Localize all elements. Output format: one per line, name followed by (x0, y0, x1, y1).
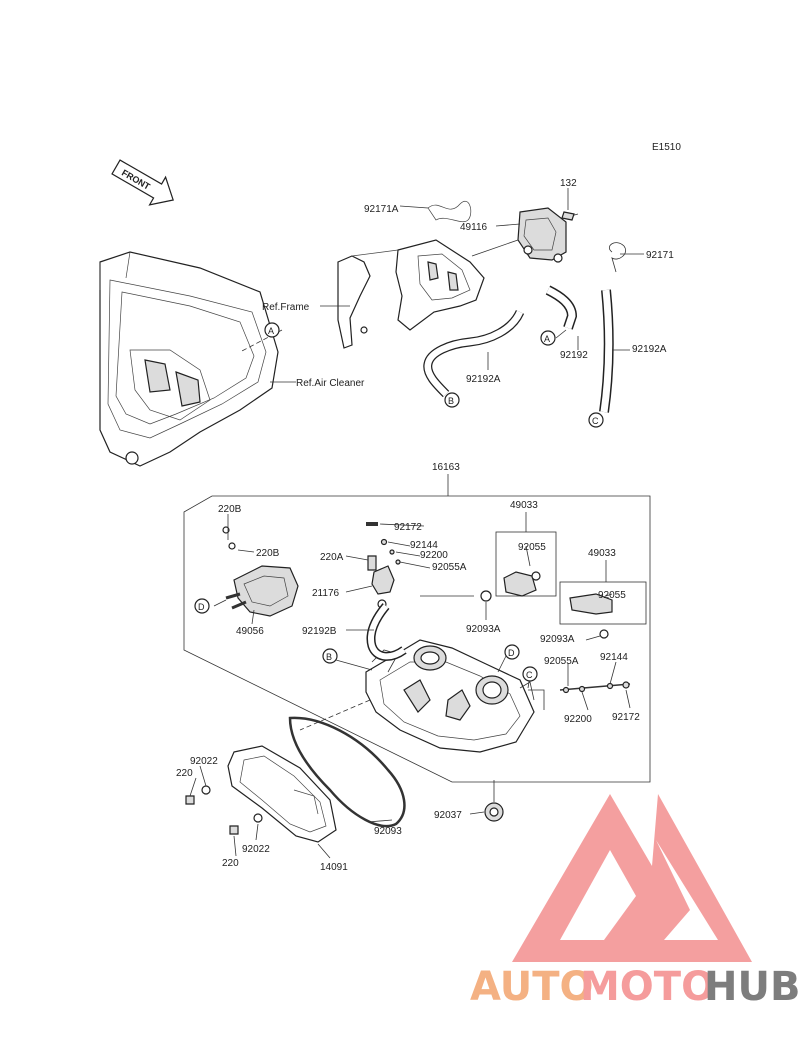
label-92172-b: 92172 (612, 712, 640, 723)
injector-a (480, 571, 541, 602)
label-220A: 220A (320, 552, 344, 563)
bolt-132 (561, 211, 575, 221)
label-132: 132 (560, 178, 577, 189)
label-92192A-right: 92192A (632, 344, 667, 355)
clip-92171 (608, 242, 626, 273)
assembly-outline (183, 495, 651, 783)
washer-92022-b (253, 813, 263, 823)
connector-a-hose: A (540, 330, 556, 346)
label-92093A-a: 92093A (466, 624, 501, 635)
watermark-auto: AUTO (470, 964, 594, 1010)
watermark-logo: AUTO MOTO HUB (470, 794, 800, 1010)
label-92037: 92037 (434, 810, 462, 821)
injector-box-b (559, 581, 647, 625)
label-49033-a: 49033 (510, 500, 538, 511)
label-92171A: 92171A (364, 204, 399, 215)
air-cleaner-housing (99, 251, 279, 467)
small-parts-column-a (366, 522, 401, 565)
svg-text:A: A (544, 334, 550, 344)
clip-92171A (427, 201, 472, 223)
connector-c-lower: C (522, 666, 538, 682)
label-92055A-a: 92055A (432, 562, 467, 573)
svg-text:D: D (508, 648, 515, 658)
screw-220-b (229, 825, 239, 835)
washer-92022-a (201, 785, 211, 795)
label-92055A-b: 92055A (544, 656, 579, 667)
label-220-a: 220 (176, 768, 193, 779)
fuel-line-right (559, 683, 631, 691)
connector-c-upper: C (588, 412, 604, 428)
label-92144-a: 92144 (410, 540, 438, 551)
label-92192: 92192 (560, 350, 588, 361)
clamp-92037 (484, 802, 504, 822)
label-92022-b: 92022 (242, 844, 270, 855)
label-49056: 49056 (236, 626, 264, 637)
label-92200-b: 92200 (564, 714, 592, 725)
label-49033-b: 49033 (588, 548, 616, 559)
connector-a-upper: A (264, 322, 280, 338)
connector-d-right: D (504, 644, 520, 660)
label-92200-a: 92200 (420, 550, 448, 561)
svg-text:B: B (448, 396, 454, 406)
ref-air-cleaner-label: Ref.Air Cleaner (296, 378, 365, 389)
svg-text:D: D (198, 602, 205, 612)
label-220-b: 220 (222, 858, 239, 869)
injector-b (569, 593, 613, 639)
valve-block-49056 (222, 526, 299, 617)
svg-text:C: C (592, 416, 599, 426)
label-92093: 92093 (374, 826, 402, 837)
belt-92093 (288, 716, 406, 828)
label-92093A-b: 92093A (540, 634, 575, 645)
label-92192A-left: 92192A (466, 374, 501, 385)
svg-text:C: C (526, 670, 533, 680)
label-92172-a: 92172 (394, 522, 422, 533)
watermark-hub: HUB (704, 964, 800, 1010)
label-220B-b: 220B (256, 548, 280, 559)
label-220B-a: 220B (218, 504, 242, 515)
label-92055-a: 92055 (518, 542, 546, 553)
label-49116: 49116 (460, 222, 488, 233)
connector-b-lower: B (322, 648, 338, 664)
svg-text:B: B (326, 652, 332, 662)
svg-text:A: A (268, 326, 274, 336)
label-92144-b: 92144 (600, 652, 628, 663)
throttle-body (365, 639, 535, 753)
label-21176: 21176 (312, 588, 340, 599)
ref-frame-label: Ref.Frame (262, 302, 310, 313)
assembly-label: 16163 (432, 462, 460, 473)
connector-b-upper: B (444, 392, 460, 408)
frame-bracket (337, 239, 485, 349)
solenoid-valve (517, 207, 579, 263)
label-92171: 92171 (646, 250, 674, 261)
cover-14091 (227, 745, 337, 843)
sensor-21176 (371, 565, 395, 609)
label-14091: 14091 (320, 862, 348, 873)
watermark-moto: MOTO (580, 964, 715, 1010)
label-92022-a: 92022 (190, 756, 218, 767)
screw-220-a (185, 795, 195, 805)
front-arrow: FRONT (111, 159, 174, 206)
diagram-code: E1510 (652, 142, 681, 153)
label-92055-b: 92055 (598, 590, 626, 601)
connector-d-left: D (194, 598, 210, 614)
label-92192B: 92192B (302, 626, 337, 637)
bolt-220A (367, 555, 377, 571)
